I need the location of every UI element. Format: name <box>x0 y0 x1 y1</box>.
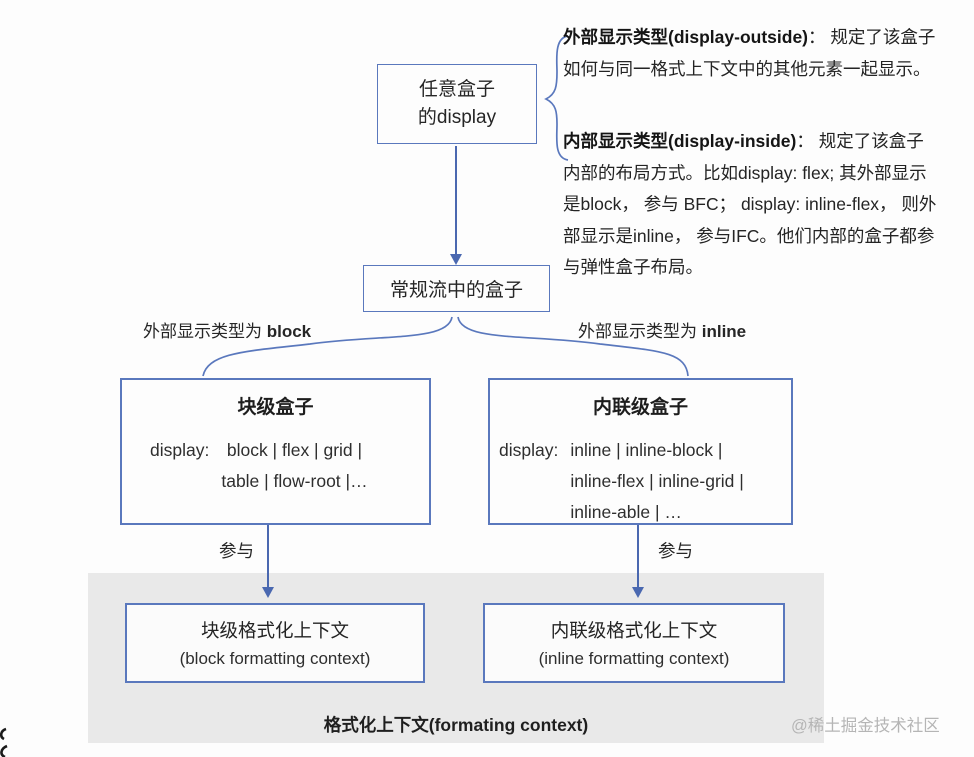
fork-left-curve <box>202 316 453 377</box>
inline-box-values-line1: inline | inline-block | <box>570 440 723 460</box>
display-outside-note-line2: 如何与同一格式上下文中的其他元素一起显示。 <box>563 58 931 79</box>
block-box-display-values: block | flex | grid | table | flow-root … <box>221 435 367 497</box>
block-box-values-line1: block | flex | grid | <box>226 440 363 460</box>
display-inside-title: 内部显示类型(display-inside) <box>563 131 797 151</box>
ifc-box-line1: 内联级格式化上下文 <box>550 620 718 641</box>
fork-right-curve <box>457 316 689 377</box>
display-inside-note: 内部显示类型(display-inside)： 规定了该盒子 内部的布局方式。比… <box>563 126 936 284</box>
formatting-context-caption: 格式化上下文(formating context) <box>323 715 589 735</box>
bfc-box-line1: 块级格式化上下文 <box>200 620 349 641</box>
display-inside-line1-rest: ： 规定了该盒子 <box>796 131 924 151</box>
arrowhead-top-to-normal-flow-icon <box>450 254 462 265</box>
display-inside-note-line3: 是block， 参与 BFC； display: inline-flex， 则外 <box>563 194 937 214</box>
display-inside-note-line5: 与弹性盒子布局。 <box>563 257 703 277</box>
branch-label-inline-prefix: 外部显示类型为 <box>578 322 702 341</box>
display-inside-note-line2: 内部的布局方式。比如display: flex; 其外部显示 <box>563 162 927 183</box>
inline-level-box-node: 内联级盒子 display: inline | inline-block | i… <box>488 378 793 525</box>
branch-label-block-keyword: block <box>266 322 312 341</box>
curly-brace-icon <box>544 35 569 161</box>
arrowhead-inline-to-ifc-icon <box>632 587 644 598</box>
block-box-title: 块级盒子 <box>237 397 314 418</box>
ifc-box-node: 内联级格式化上下文 (inline formatting context) <box>483 603 785 683</box>
display-inside-note-line1: 内部显示类型(display-inside)： 规定了该盒子 <box>563 126 936 158</box>
block-box-values-line2: table | flow-root |… <box>221 471 368 491</box>
any-box-line1: 任意盒子 <box>418 79 495 100</box>
inline-box-values-line3: inline-able | … <box>570 502 682 522</box>
block-box-body: display: block | flex | grid | table | f… <box>122 435 429 497</box>
block-level-box-node: 块级盒子 display: block | flex | grid | tabl… <box>120 378 431 525</box>
inline-box-display-label: display: <box>499 440 559 460</box>
branch-label-inline: 外部显示类型为 inline <box>578 317 746 342</box>
edge-artifact-mark <box>0 727 8 757</box>
branch-label-inline-keyword: inline <box>701 322 747 341</box>
branch-label-block-prefix: 外部显示类型为 <box>143 322 267 341</box>
any-box-line2: 的display <box>417 107 497 128</box>
inline-box-title: 内联级盒子 <box>592 397 688 418</box>
normal-flow-box-node: 常规流中的盒子 <box>363 265 550 312</box>
display-outside-note-line1: 外部显示类型(display-outside)： 规定了该盒子 <box>563 22 935 54</box>
ifc-box-line2: (inline formatting context) <box>538 649 730 668</box>
inline-box-body: display: inline | inline-block | inline-… <box>490 435 791 528</box>
participate-label-left: 参与 <box>219 541 254 561</box>
display-outside-line1-rest: ： 规定了该盒子 <box>808 27 936 47</box>
participate-label-right: 参与 <box>658 541 693 561</box>
bfc-box-node: 块级格式化上下文 (block formatting context) <box>125 603 425 683</box>
display-inside-note-line4: 部显示是inline， 参与IFC。他们内部的盒子都参 <box>563 225 935 246</box>
bfc-box-line2: (block formatting context) <box>179 649 371 668</box>
arrowhead-block-to-bfc-icon <box>262 587 274 598</box>
block-box-display-label: display: <box>150 440 210 460</box>
branch-label-block: 外部显示类型为 block <box>143 317 311 342</box>
display-outside-title: 外部显示类型(display-outside) <box>563 27 809 47</box>
any-box-display-node: 任意盒子 的display <box>377 64 537 144</box>
inline-box-values-line2: inline-flex | inline-grid | <box>570 471 744 491</box>
normal-flow-box-label: 常规流中的盒子 <box>389 280 523 301</box>
display-outside-note: 外部显示类型(display-outside)： 规定了该盒子 如何与同一格式上… <box>563 22 935 85</box>
inline-box-display-values: inline | inline-block | inline-flex | in… <box>570 435 743 528</box>
watermark-text: @稀土掘金技术社区 <box>791 717 940 735</box>
